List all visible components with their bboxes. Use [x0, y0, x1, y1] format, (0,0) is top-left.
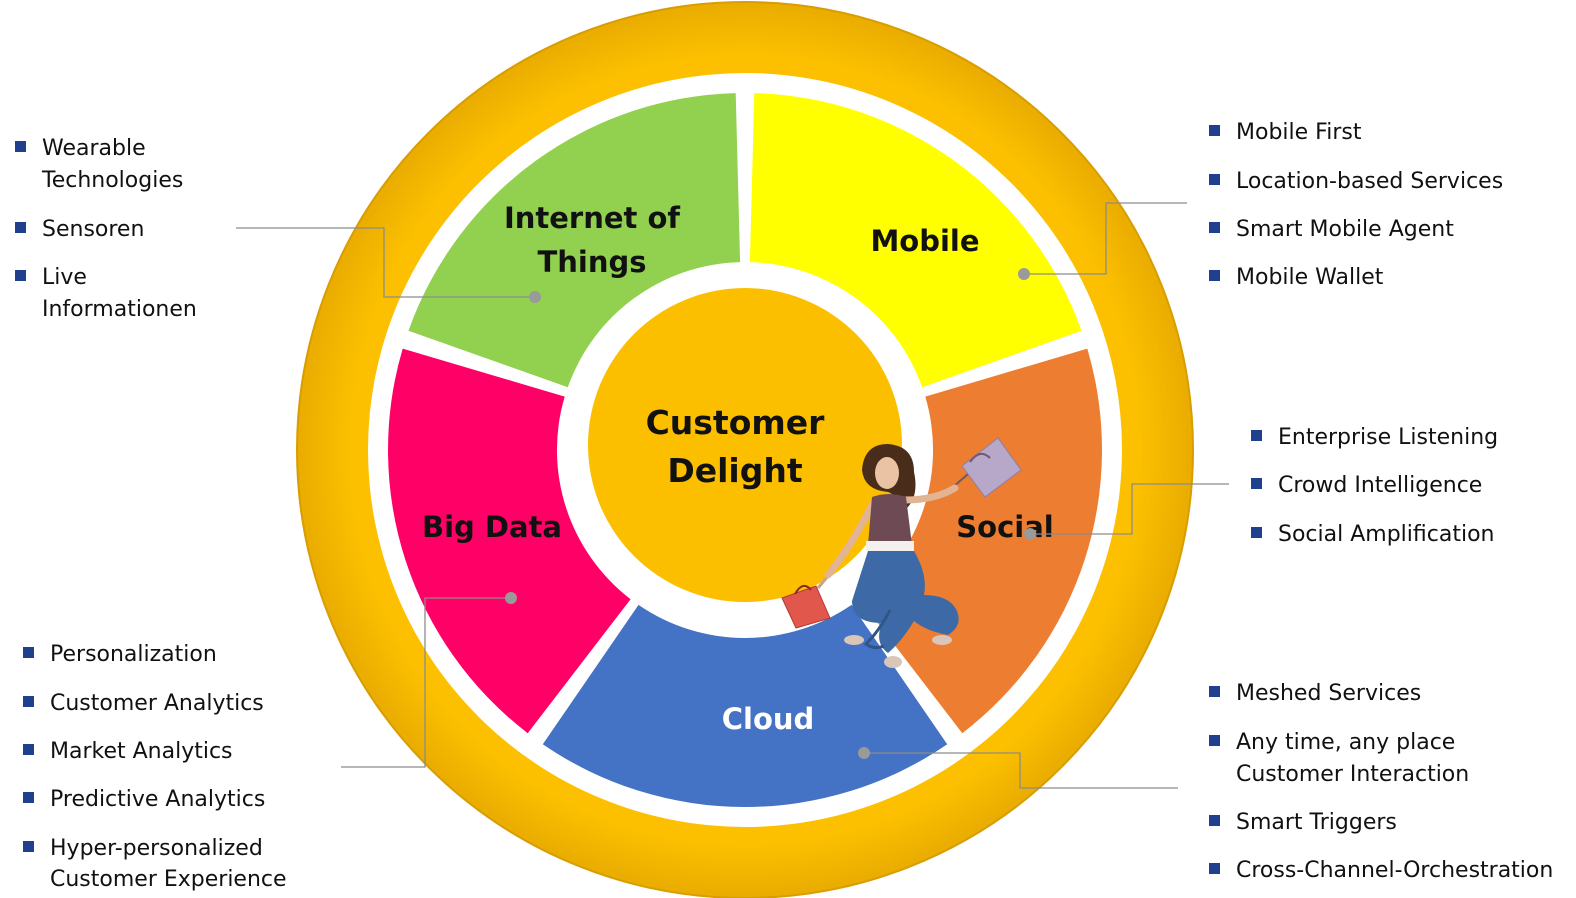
center-label-line1: Customer — [646, 403, 826, 442]
bullet-square-icon — [1251, 527, 1262, 538]
segment-cloud — [542, 604, 948, 807]
list-item-big-data-4: Predictive Analytics — [50, 787, 265, 812]
segment-social — [859, 348, 1102, 734]
bullet-square-icon — [1209, 174, 1220, 185]
bullet-square-icon — [23, 647, 34, 658]
bullet-square-icon — [1209, 222, 1220, 233]
list-item-iot-2: Sensoren — [42, 217, 144, 242]
list-item-big-data-3: Market Analytics — [50, 739, 233, 764]
bullet-square-icon — [15, 141, 26, 152]
list-item-iot-3a: Live — [42, 265, 87, 290]
connector-social — [1024, 483, 1229, 540]
list-item-big-data-1: Personalization — [50, 642, 217, 667]
center-label-line2: Delight — [667, 451, 803, 490]
bullet-square-icon — [1209, 686, 1220, 697]
list-item-cloud-2a: Any time, any place — [1236, 730, 1455, 755]
bullet-square-icon — [23, 841, 34, 852]
list-item-social-2: Crowd Intelligence — [1278, 473, 1482, 498]
bullet-square-icon — [23, 792, 34, 803]
segment-label-big-data: Big Data — [422, 510, 562, 544]
bullet-square-icon — [1209, 270, 1220, 281]
bullet-square-icon — [15, 222, 26, 233]
jumping-woman-with-shopping-bags-icon — [781, 437, 1022, 668]
list-item-mobile-2: Location-based Services — [1236, 169, 1503, 194]
segment-internet-of-things — [408, 93, 741, 388]
list-item-social-3: Social Amplification — [1278, 522, 1494, 547]
list-item-cloud-1: Meshed Services — [1236, 681, 1421, 706]
list-item-cloud-4: Cross-Channel-Orchestration — [1236, 858, 1553, 883]
list-item-big-data-5a: Hyper-personalized — [50, 836, 263, 861]
list-item-big-data-2: Customer Analytics — [50, 691, 264, 716]
bullet-square-icon — [23, 696, 34, 707]
center-disc — [588, 288, 902, 602]
segment-label-iot-line1: Internet of — [504, 201, 680, 235]
bullet-square-icon — [1251, 430, 1262, 441]
bullet-square-icon — [1251, 478, 1262, 489]
segment-label-cloud: Cloud — [722, 702, 815, 736]
bullet-square-icon — [1209, 735, 1220, 746]
list-item-iot-1a: Wearable — [42, 136, 146, 161]
list-mobile: Mobile First Location-based Services Sma… — [1209, 120, 1503, 290]
list-iot: Wearable Technologies Sensoren Live Info… — [15, 136, 197, 322]
list-item-iot-3b: Informationen — [42, 297, 197, 322]
connector-big-data — [341, 592, 517, 768]
connector-mobile — [1018, 202, 1187, 280]
list-big-data: Personalization Customer Analytics Marke… — [23, 642, 287, 892]
list-item-iot-1b: Technologies — [41, 168, 183, 193]
list-item-mobile-4: Mobile Wallet — [1236, 265, 1384, 290]
segment-label-mobile: Mobile — [870, 224, 979, 258]
bullet-square-icon — [15, 270, 26, 281]
segment-big-data — [388, 348, 631, 734]
connector-iot — [236, 227, 541, 303]
list-cloud: Meshed Services Any time, any place Cust… — [1209, 681, 1553, 883]
segment-label-iot-line2: Things — [537, 245, 646, 279]
list-social: Enterprise Listening Crowd Intelligence … — [1251, 425, 1498, 547]
bullet-square-icon — [1209, 863, 1220, 874]
bullet-square-icon — [1209, 125, 1220, 136]
list-item-cloud-2b: Customer Interaction — [1236, 762, 1469, 787]
list-item-mobile-1: Mobile First — [1236, 120, 1362, 145]
list-item-mobile-3: Smart Mobile Agent — [1236, 217, 1454, 242]
bullet-square-icon — [1209, 815, 1220, 826]
segment-label-social: Social — [956, 510, 1053, 544]
list-item-social-1: Enterprise Listening — [1278, 425, 1498, 450]
list-item-big-data-5b: Customer Experience — [50, 867, 287, 892]
segment-mobile — [749, 93, 1082, 388]
list-item-cloud-3: Smart Triggers — [1236, 810, 1397, 835]
connector-cloud — [858, 747, 1178, 789]
bullet-square-icon — [23, 744, 34, 755]
